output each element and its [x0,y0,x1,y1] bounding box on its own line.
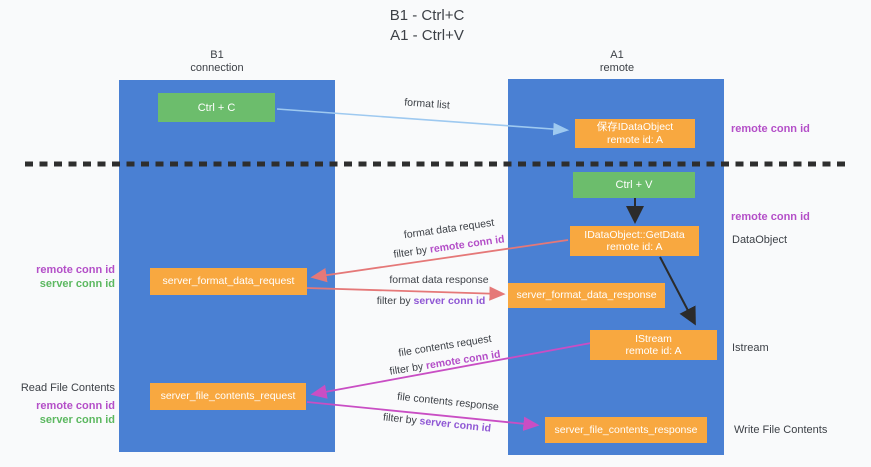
edge-label-file-contents-response: file contents response [396,390,500,414]
node-save-dataobject-line2: remote id: A [606,133,664,146]
column-b1-name: B1 [210,49,224,61]
edge-label-format-list: format list [403,96,451,112]
edge-label-format-data-response: format data response [389,274,489,286]
right-label-dataobject: DataObject [732,234,788,246]
node-save-dataobject-line1: 保存IDataObject [596,121,674,133]
left-label-remote-conn-id: remote conn id [36,264,115,276]
node-istream-line2: remote id: A [625,345,682,357]
node-ctrl-v-label: Ctrl + V [615,179,653,191]
column-header-b1: B1 connection [190,49,243,75]
node-format-request-label: server_format_data_request [162,275,295,288]
node-istream: IStream remote id: A [590,330,717,360]
left-label-server-conn-id: server conn id [39,278,115,290]
filter-key-remote-conn-id: remote conn id [429,233,506,256]
node-file-response-label: server_file_contents_response [554,423,698,436]
node-ctrl-v: Ctrl + V [573,172,695,198]
right-label-istream: Istream [732,342,769,354]
filter-prefix: filter by [392,243,431,261]
node-save-dataobject: 保存IDataObject remote id: A [575,119,695,148]
node-idataobject-getdata: IDataObject::GetData remote id: A [570,226,699,256]
filter-key-server-conn-id: server conn id [418,415,492,435]
right-label-write-file-contents: Write File Contents [734,424,828,436]
column-header-a1: A1 remote [600,49,634,75]
right-label-remote-conn-id-top: remote conn id [731,123,810,135]
node-ctrl-c-label: Ctrl + C [197,101,236,114]
arrow-format-data-response [306,286,506,301]
left-label-read-file-contents: Read File Contents [20,382,115,394]
node-file-request-label: server_file_contents_request [160,390,296,403]
edge-label-format-data-response-filter: filter by server conn id [377,295,486,307]
node-format-response-label: server_format_data_response [516,289,657,302]
node-getdata-line1: IDataObject::GetData [584,228,685,241]
filter-prefix: filter by [388,360,427,378]
diagram-title: B1 - Ctrl+C A1 - Ctrl+V [390,6,465,46]
left-label-read-remote-conn-id: remote conn id [36,400,115,412]
node-server-file-contents-request: server_file_contents_request [150,383,306,410]
column-a1-name: A1 [610,49,624,61]
column-b1-role: connection [190,62,244,74]
left-label-read-server-conn-id: server conn id [39,414,115,426]
title-line-1: B1 - Ctrl+C [389,7,465,24]
filter-key-server-conn-id: server conn id [413,295,486,307]
node-getdata-line2: remote id: A [606,241,663,253]
node-server-file-contents-response: server_file_contents_response [545,417,707,443]
column-a1-role: remote [599,62,635,74]
right-label-remote-conn-id-mid: remote conn id [731,211,810,223]
filter-prefix: filter by [376,295,414,307]
filter-prefix: filter by [382,411,421,428]
title-line-2: A1 - Ctrl+V [390,27,464,44]
node-server-format-data-response: server_format_data_response [508,283,665,308]
node-ctrl-c: Ctrl + C [158,93,275,122]
node-istream-line1: IStream [635,332,672,345]
node-server-format-data-request: server_format_data_request [150,268,307,295]
edge-label-file-contents-response-filter: filter by server conn id [382,411,491,434]
